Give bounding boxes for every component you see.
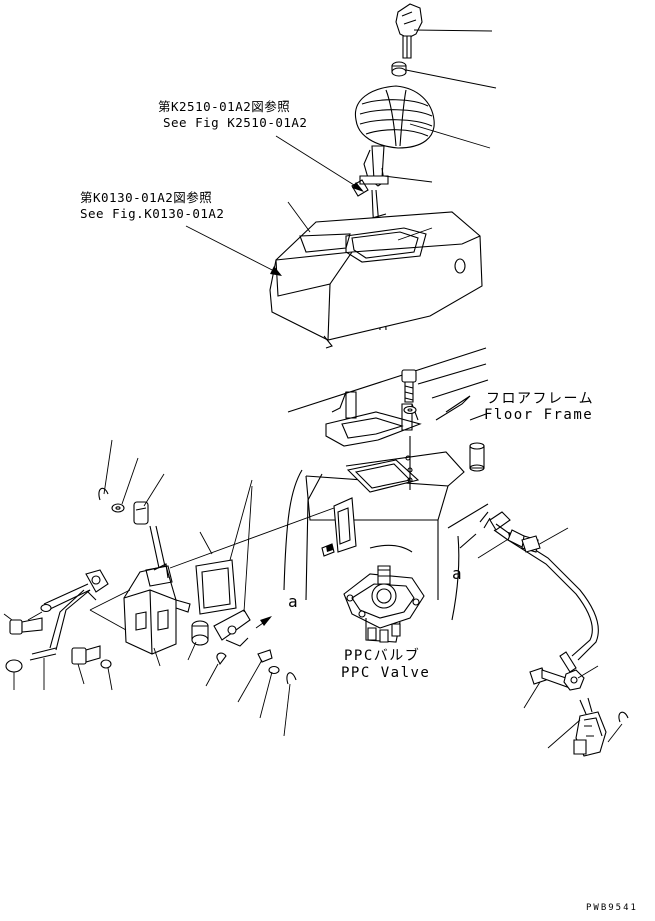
floor-frame-jp: フロアフレーム — [486, 391, 595, 407]
leader-line — [200, 532, 212, 554]
console-cover — [270, 212, 482, 348]
lever-stand — [124, 564, 190, 654]
leader-line — [536, 528, 568, 546]
leader-line — [548, 720, 580, 748]
mounting-plate — [348, 436, 418, 492]
connector-a-label-left: a — [288, 592, 298, 611]
leader-line — [284, 684, 290, 736]
reference-arrow-1 — [276, 136, 364, 192]
drawing-code: PWB9541 — [586, 903, 638, 913]
bolt-tube — [522, 536, 540, 552]
ref-k2510-jp: 第K2510-01A2図参照 — [158, 99, 291, 114]
leader-line — [608, 724, 622, 742]
split-pin — [206, 653, 226, 686]
washer-left-bottom — [101, 660, 112, 690]
bolt-left-top — [4, 614, 42, 634]
bolt — [402, 370, 416, 402]
lever-knob — [396, 4, 422, 58]
ref-k0130-jp: 第K0130-01A2図参照 — [80, 190, 213, 205]
cover-bracket — [322, 498, 356, 556]
ref-k0130-en: See Fig.K0130-01A2 — [80, 206, 225, 221]
bushing — [188, 621, 208, 660]
leader-line — [414, 30, 492, 31]
hydraulic-tube — [490, 512, 598, 672]
clip-bottom — [287, 673, 296, 684]
ppc-valve — [344, 566, 424, 642]
connector-a-label-right: a — [452, 564, 462, 583]
washer — [404, 407, 416, 414]
link-arm — [214, 610, 250, 646]
floor-frame-en: Floor Frame — [484, 407, 594, 423]
connector-a-left — [256, 616, 272, 628]
ref-k2510-en: See Fig K2510-01A2 — [163, 115, 308, 130]
leader-line — [524, 682, 540, 708]
leader-line — [398, 228, 432, 240]
leader-line — [578, 666, 598, 678]
solenoid-switch — [574, 698, 606, 756]
ppc-valve-jp: PPCバルブ — [344, 648, 421, 664]
connection-line — [170, 508, 334, 568]
clip-pin — [99, 440, 112, 500]
bracket-plate — [326, 392, 420, 446]
connector-a-right — [460, 512, 516, 558]
clevis-pin — [134, 474, 164, 524]
nut-right — [564, 670, 584, 690]
leader-line — [384, 176, 432, 182]
washer-left — [112, 458, 138, 512]
control-lever — [30, 570, 108, 660]
pipe-collar — [470, 443, 484, 471]
nut — [392, 62, 406, 76]
clip — [619, 712, 628, 722]
leader-line — [288, 202, 310, 232]
leader-line — [406, 70, 496, 88]
retaining-pin — [436, 396, 470, 420]
leader-line — [154, 648, 160, 666]
washer-left-top — [28, 605, 51, 621]
cap-left — [6, 660, 22, 690]
rubber-boot — [355, 86, 434, 148]
leader-line — [410, 124, 490, 148]
connection-line — [90, 610, 126, 630]
washer-bottom — [260, 667, 279, 719]
reference-arrow-2 — [186, 226, 282, 276]
leader-line — [244, 486, 252, 612]
connection-line — [90, 590, 130, 610]
cotter-pin — [238, 650, 272, 702]
leader-line — [230, 480, 252, 560]
bolt-left-bottom — [72, 646, 100, 684]
gasket-plate — [196, 560, 236, 614]
ppc-valve-en: PPC Valve — [341, 665, 431, 681]
